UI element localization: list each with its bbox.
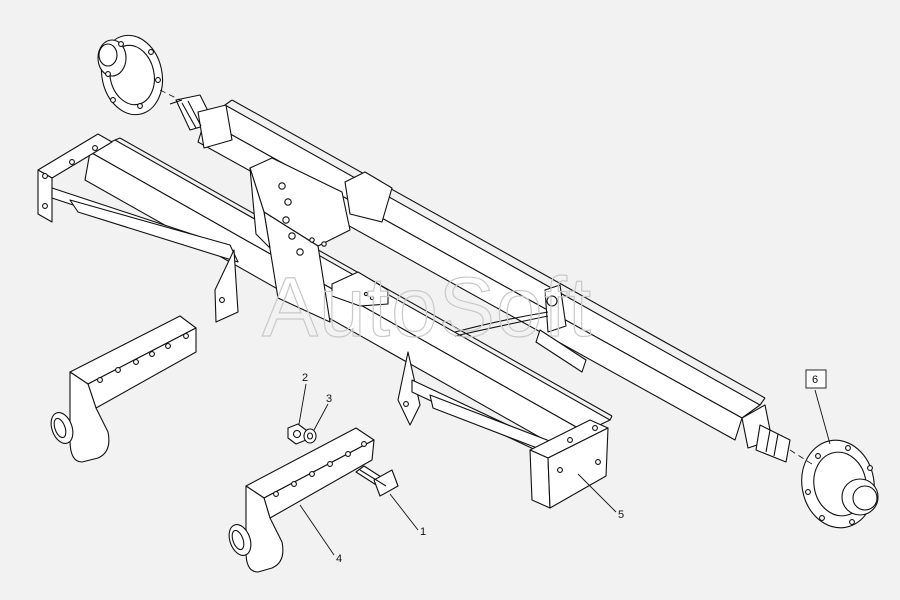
bolt-part [355, 465, 399, 497]
callout-5: 5 [618, 509, 624, 521]
callout-6-box [805, 369, 827, 389]
center-bracket [249, 157, 587, 373]
drawbar-bracket-upper [50, 315, 197, 463]
callout-4: 4 [336, 553, 342, 565]
callout-2: 2 [302, 372, 308, 384]
wheel-hub-right [801, 439, 879, 529]
callout-3: 3 [326, 393, 332, 405]
center-lines [159, 89, 816, 467]
wheel-hub-left [97, 34, 164, 116]
leader-lines [298, 383, 831, 556]
callout-1: 1 [420, 526, 426, 538]
drawbar-bracket-lower [228, 427, 375, 573]
callout-6: 6 [812, 374, 818, 386]
washer-part [303, 428, 317, 444]
watermark-text: AutoSoft [262, 260, 592, 354]
